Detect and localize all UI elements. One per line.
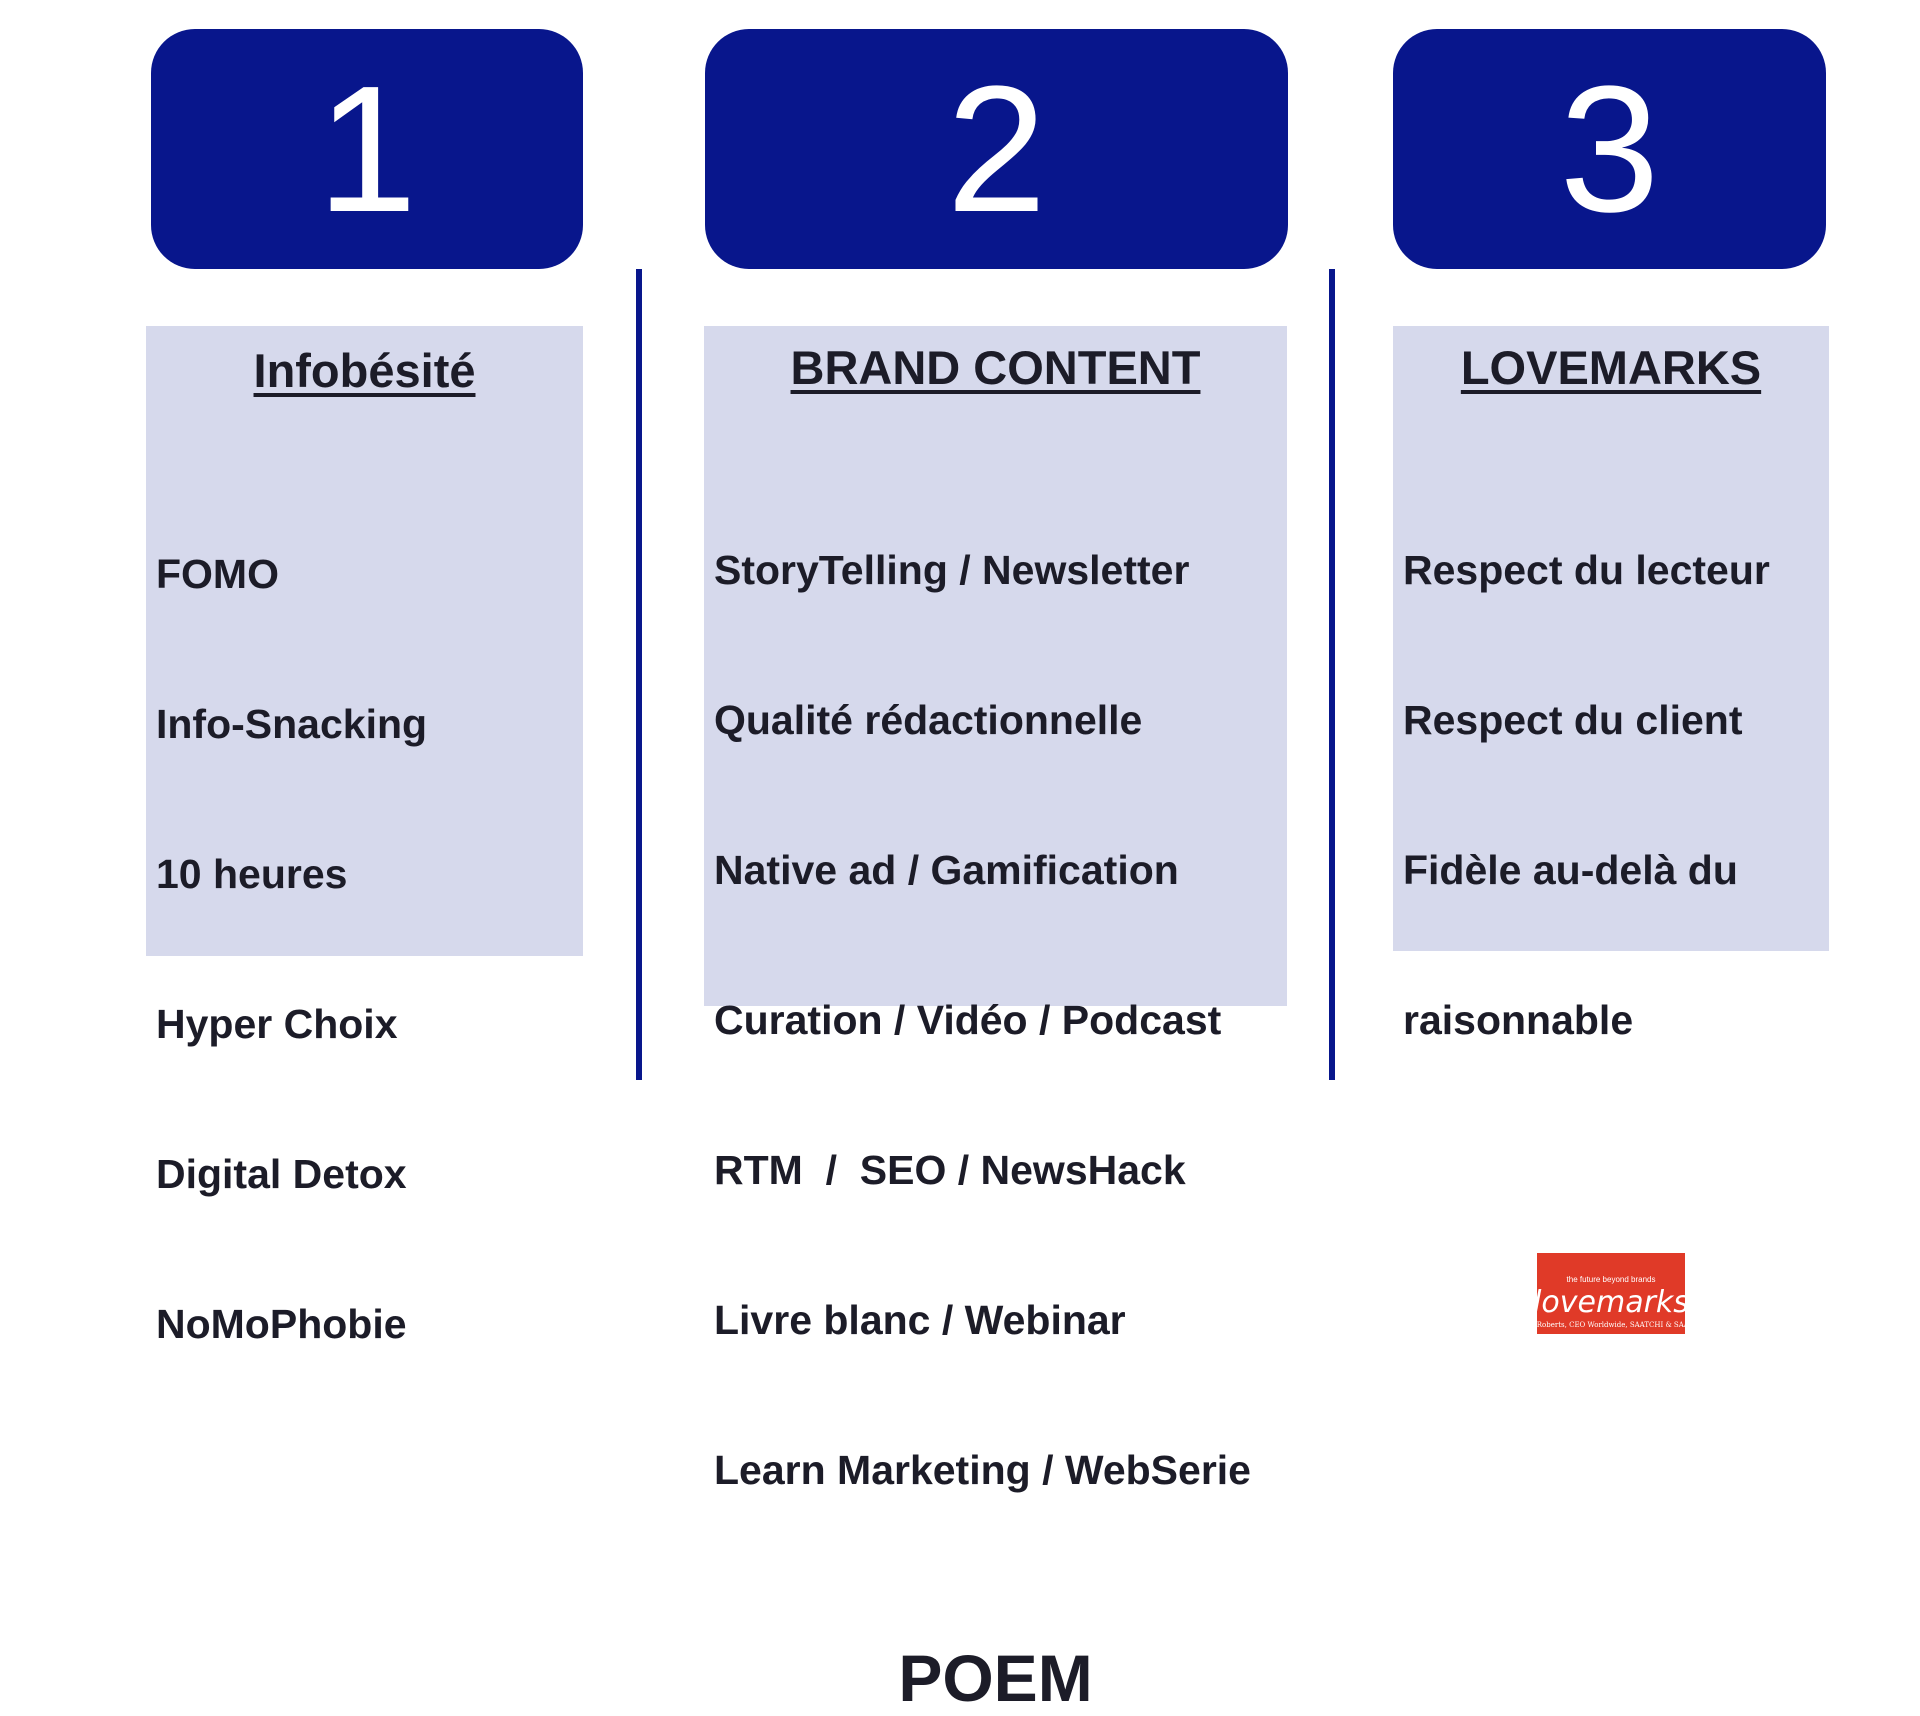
list-item: Respect du client: [1403, 697, 1743, 743]
panel-title: BRAND CONTENT: [790, 341, 1201, 394]
step-number: 2: [946, 48, 1047, 250]
list-item: FOMO: [156, 551, 279, 597]
panel-title: LOVEMARKS: [1460, 341, 1762, 394]
step-number: 1: [316, 48, 418, 250]
step-number: 3: [1559, 48, 1660, 250]
list-item: RTM / SEO / NewsHack: [714, 1147, 1186, 1193]
list-item: Hyper Choix: [156, 1001, 398, 1047]
panel-title: Infobésité: [253, 344, 476, 397]
step-1-badge: 1: [151, 29, 583, 269]
divider-line: [1329, 269, 1335, 1080]
list-item: Respect du lecteur: [1403, 547, 1770, 593]
lovemarks-book-cover: the future beyond brands lovemarks Kevin…: [1515, 1253, 1707, 1334]
list-item: Info-Snacking: [156, 701, 428, 747]
book-author: Kevin Roberts, CEO Worldwide, SAATCHI & …: [1514, 1321, 1708, 1329]
list-item: Learn Marketing / WebSerie: [714, 1447, 1251, 1493]
list-item: Curation / Vidéo / Podcast: [714, 997, 1222, 1043]
panel-brand-content: BRAND CONTENT StoryTelling / Newsletter …: [704, 326, 1287, 1715]
list-item: Native ad / Gamification: [714, 847, 1179, 893]
step-2-badge: 2: [705, 29, 1288, 269]
list-item: Qualité rédactionnelle: [714, 697, 1143, 743]
list-item: NoMoPhobie: [156, 1301, 407, 1347]
panel-lovemarks: LOVEMARKS Respect du lecteur Respect du …: [1393, 326, 1829, 1334]
book-subtitle: the future beyond brands: [1566, 1275, 1656, 1284]
step-3-badge: 3: [1393, 29, 1826, 269]
panel-infobesite: Infobésité FOMO Info-Snacking 10 heures …: [146, 326, 583, 1347]
divider-line: [636, 269, 642, 1080]
list-item: Livre blanc / Webinar: [714, 1297, 1126, 1343]
list-item: 10 heures: [156, 851, 348, 897]
book-title: lovemarks: [1533, 1285, 1689, 1320]
list-item: Fidèle au-delà du: [1403, 847, 1738, 893]
list-item: raisonnable: [1403, 997, 1634, 1043]
list-item: StoryTelling / Newsletter: [714, 547, 1190, 593]
list-item: Digital Detox: [156, 1151, 407, 1197]
poem-label: POEM: [898, 1641, 1093, 1715]
